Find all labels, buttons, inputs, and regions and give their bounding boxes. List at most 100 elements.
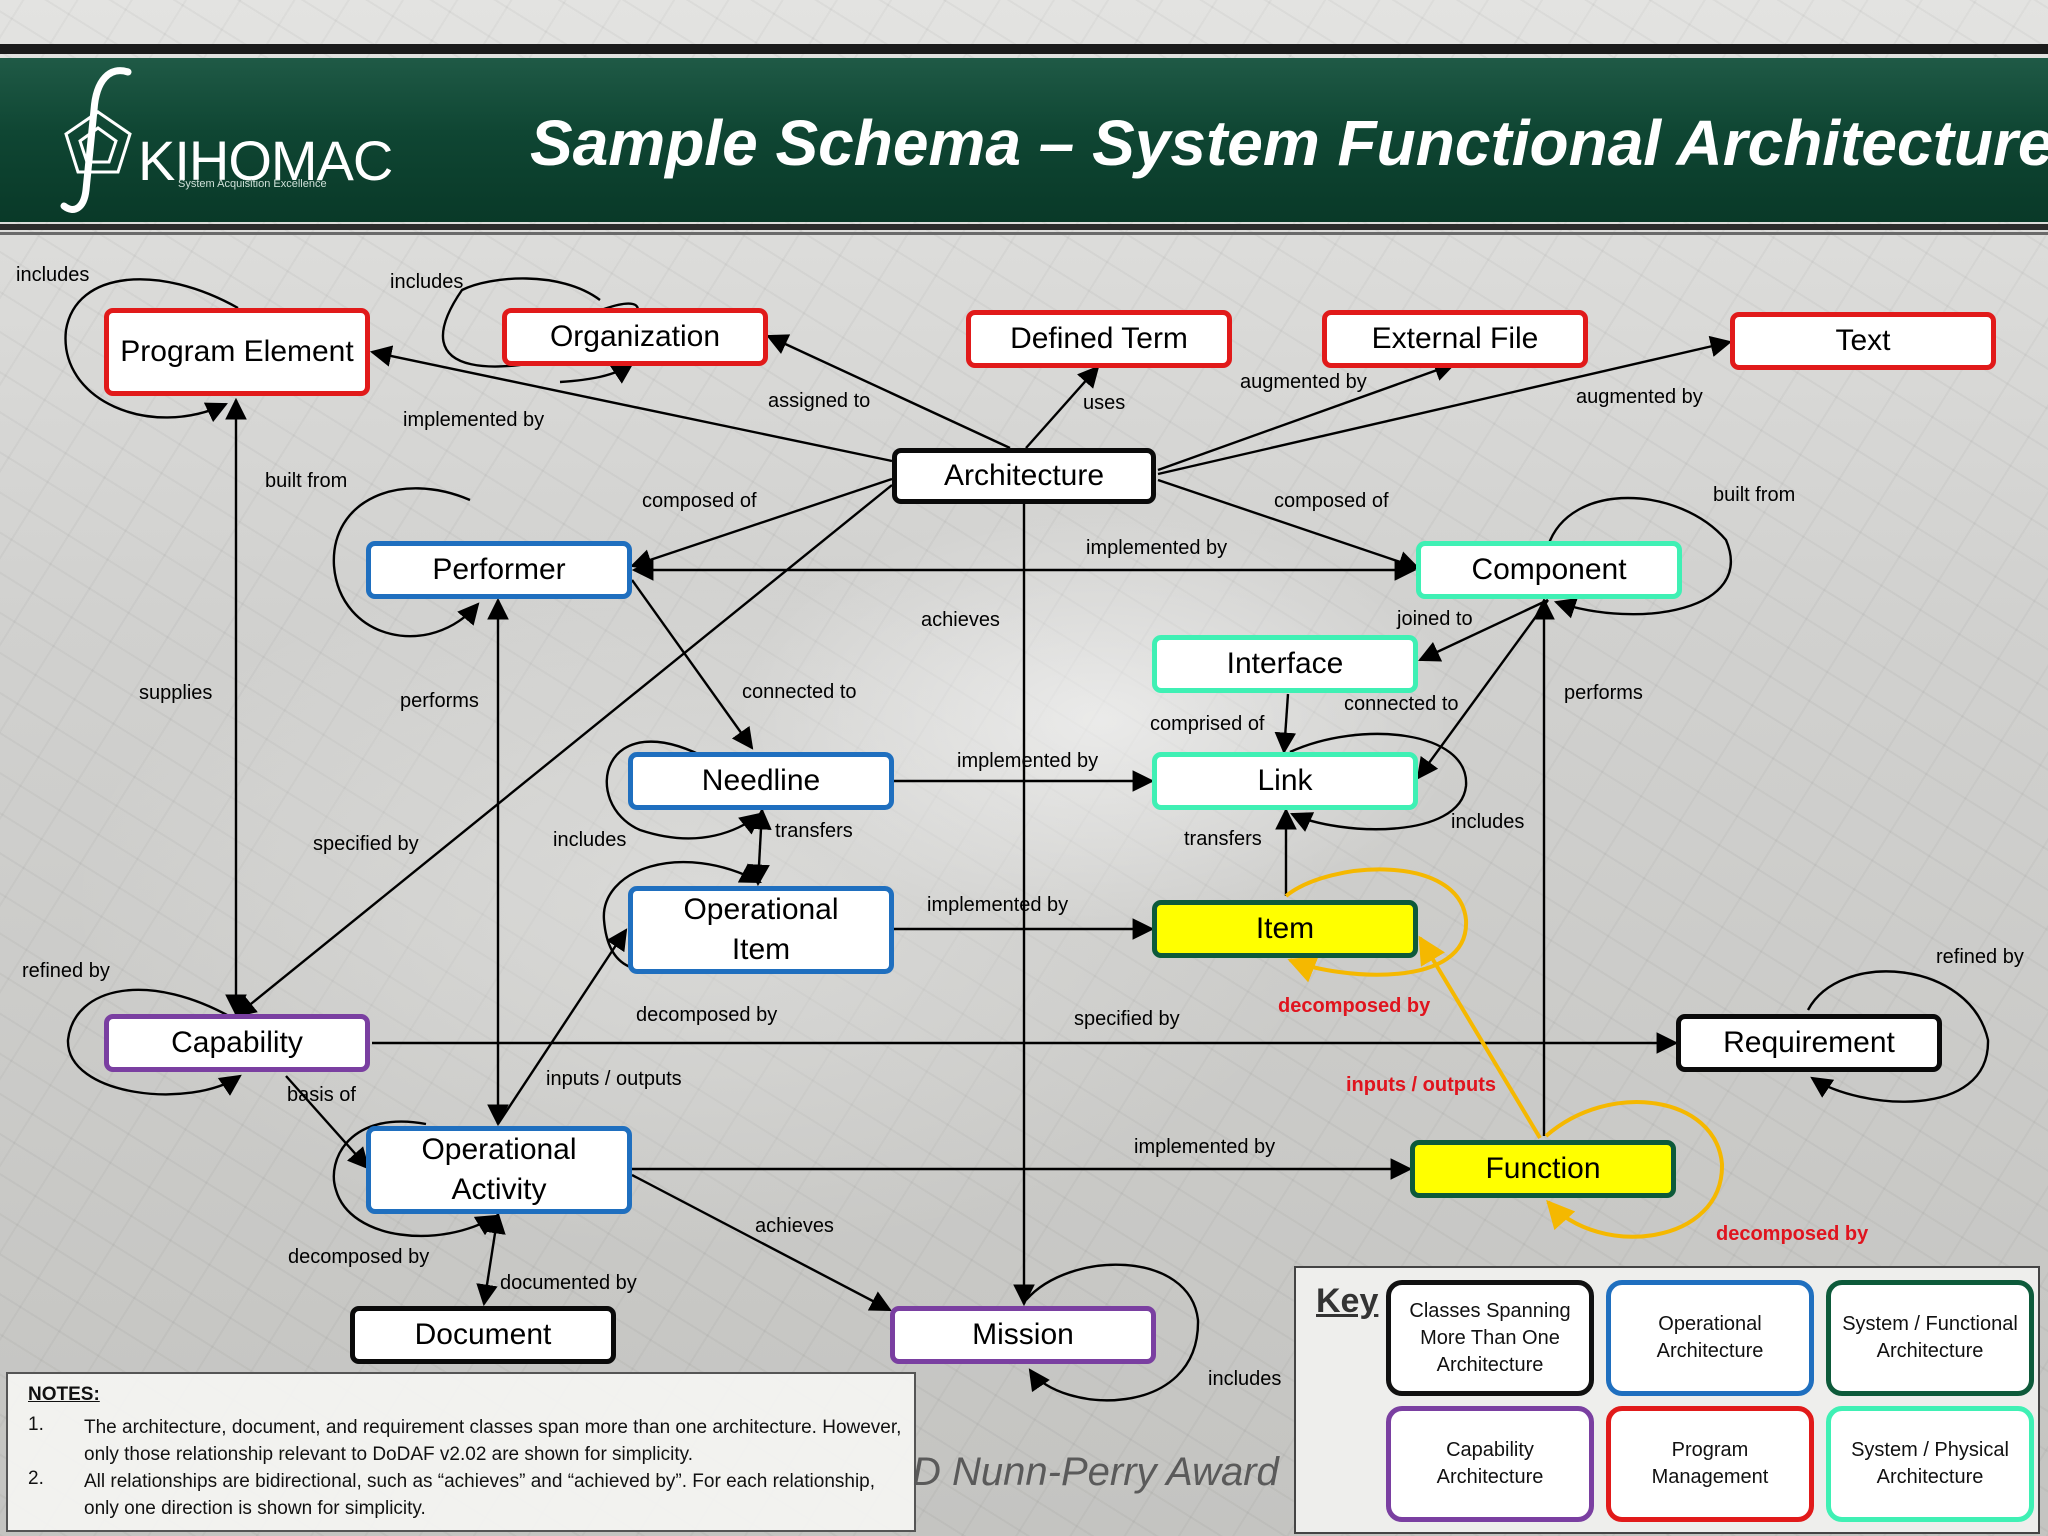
edge-label: decomposed by <box>288 1246 430 1268</box>
header-top-stripe <box>0 44 2048 54</box>
edge-label: achieves <box>755 1215 834 1237</box>
edge-label: connected to <box>742 681 857 703</box>
note-number: 1. <box>28 1414 44 1435</box>
loop-opact <box>332 1120 498 1238</box>
key-title: Key <box>1316 1282 1379 1320</box>
legend-key: Key Classes Spanning More Than One Archi… <box>1294 1266 2040 1534</box>
edge-arch-text <box>1157 335 1733 476</box>
node-operational-item[interactable]: Operational Item <box>628 886 894 974</box>
edge-label: transfers <box>775 820 853 842</box>
edge-label: refined by <box>22 960 110 982</box>
logo-wordmark: KIHOMAC <box>138 129 393 192</box>
edge-label: includes <box>1208 1368 1282 1390</box>
node-capability[interactable]: Capability <box>104 1014 370 1072</box>
node-mission[interactable]: Mission <box>890 1306 1156 1364</box>
loop-mission <box>1025 1263 1200 1402</box>
edge-arch-external-file <box>1157 360 1457 472</box>
edge-label: inputs / outputs <box>546 1068 682 1090</box>
edge-function-item <box>1418 935 1542 1140</box>
loop-capability <box>66 988 242 1096</box>
edge-arch-defined-term <box>1025 365 1100 449</box>
edge-label: implemented by <box>927 894 1069 916</box>
loop-needline <box>605 740 762 840</box>
edge-label: basis of <box>287 1084 356 1106</box>
edge-label-highlight: inputs / outputs <box>1346 1074 1496 1096</box>
edge-component-interface <box>1418 598 1549 662</box>
edge-label: supplies <box>139 682 213 704</box>
loop-performer <box>332 487 480 638</box>
edge-label: decomposed by <box>636 1004 778 1026</box>
node-interface[interactable]: Interface <box>1152 635 1418 693</box>
edge-label-highlight: decomposed by <box>1716 1223 1869 1245</box>
node-requirement[interactable]: Requirement <box>1676 1014 1942 1072</box>
award-watermark: D Nunn-Perry Award W <box>912 1450 1292 1494</box>
key-entry-system-functional: System / Functional Architecture <box>1826 1280 2034 1396</box>
edge-interface-link <box>1274 693 1297 755</box>
edge-label: uses <box>1083 392 1126 414</box>
edge-label: implemented by <box>403 409 545 431</box>
edge-arch-component <box>1157 478 1421 572</box>
edge-label: implemented by <box>1086 537 1228 559</box>
node-architecture[interactable]: Architecture <box>892 448 1156 504</box>
edge-arch-performer <box>629 477 893 571</box>
edge-label: built from <box>265 470 348 492</box>
edge-label: specified by <box>313 833 419 855</box>
node-operational-activity[interactable]: Operational Activity <box>366 1126 632 1214</box>
node-organization[interactable]: Organization <box>502 308 768 366</box>
edge-opact-opitem <box>496 928 628 1125</box>
node-component[interactable]: Component <box>1416 541 1682 599</box>
key-entry-program-management: Program Management <box>1606 1406 1814 1522</box>
node-performer[interactable]: Performer <box>366 541 632 599</box>
notes-title: NOTES: <box>28 1384 100 1405</box>
key-entry-capability: Capability Architecture <box>1386 1406 1594 1522</box>
edge-label: performs <box>1564 682 1643 704</box>
edge-label: joined to <box>1397 608 1473 630</box>
loop-link <box>1289 732 1468 832</box>
edge-label: refined by <box>1936 946 2024 968</box>
edge-label: includes <box>553 829 627 851</box>
header-bottom-stripe-thin <box>0 232 2048 235</box>
edge-label: augmented by <box>1240 371 1367 393</box>
edge-label: composed of <box>1274 490 1389 512</box>
node-link[interactable]: Link <box>1152 752 1418 810</box>
logo-subtitle: System Acquisition Excellence <box>178 178 327 190</box>
edge-label: includes <box>16 264 90 286</box>
edge-label: transfers <box>1184 828 1262 850</box>
edge-label: built from <box>1713 484 1796 506</box>
node-item[interactable]: Item <box>1152 900 1418 958</box>
edge-arch-organization <box>766 334 1011 450</box>
node-needline[interactable]: Needline <box>628 752 894 810</box>
node-function[interactable]: Function <box>1410 1140 1676 1198</box>
edge-arch-program-element <box>369 345 893 463</box>
node-external-file[interactable]: External File <box>1322 310 1588 368</box>
edge-capability-opact <box>285 1075 370 1170</box>
edge-label: assigned to <box>768 390 871 412</box>
node-defined-term[interactable]: Defined Term <box>966 310 1232 368</box>
edge-label: documented by <box>500 1272 637 1294</box>
edge-label: connected to <box>1344 693 1459 715</box>
node-program-element[interactable]: Program Element <box>104 308 370 396</box>
loop-item <box>1284 867 1469 983</box>
edge-opact-mission <box>631 1173 892 1312</box>
note-number: 2. <box>28 1468 44 1489</box>
edge-label: includes <box>1451 811 1525 833</box>
notes-panel: NOTES: 1. The architecture, document, an… <box>6 1372 916 1532</box>
key-entry-operational: Operational Architecture <box>1606 1280 1814 1396</box>
edge-label-highlight: decomposed by <box>1278 995 1431 1017</box>
header-banner <box>0 58 2048 222</box>
note-text: The architecture, document, and requirem… <box>84 1417 902 1465</box>
note-text: All relationships are bidirectional, suc… <box>84 1471 876 1519</box>
edge-label: implemented by <box>1134 1136 1276 1158</box>
node-text[interactable]: Text <box>1730 312 1996 370</box>
edge-label: includes <box>390 271 464 293</box>
edge-performer-needline <box>631 579 754 750</box>
loop-function <box>1544 1100 1725 1239</box>
edge-label: composed of <box>642 490 757 512</box>
node-document[interactable]: Document <box>350 1306 616 1364</box>
edge-needline-opitem <box>748 807 772 887</box>
edge-label: performs <box>400 690 479 712</box>
edge-label: comprised of <box>1150 713 1265 735</box>
loop-requirement <box>1806 970 1990 1103</box>
edge-label: implemented by <box>957 750 1099 772</box>
